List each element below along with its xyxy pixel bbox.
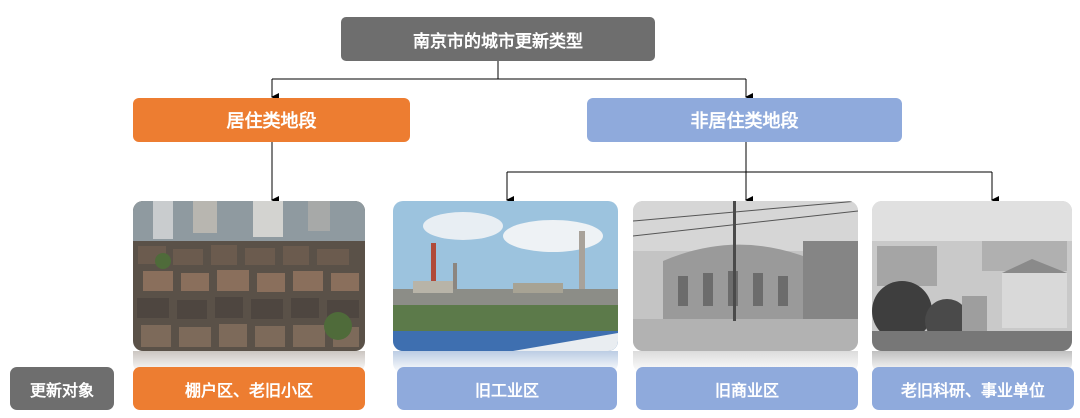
root-node: 南京市的城市更新类型 <box>341 17 655 61</box>
object-label-industrial: 旧工业区 <box>397 367 617 410</box>
residential-node: 居住类地段 <box>133 98 410 142</box>
residential-aerial-photo <box>133 201 365 351</box>
non-residential-node: 非居住类地段 <box>587 98 902 142</box>
row-label-update-objects: 更新对象 <box>10 367 114 410</box>
industrial-area-photo <box>393 201 618 351</box>
commercial-area-photo <box>633 201 858 351</box>
research-institute-photo <box>872 201 1072 351</box>
object-label-residential: 棚户区、老旧小区 <box>133 367 365 410</box>
object-label-research: 老旧科研、事业单位 <box>872 367 1074 410</box>
object-label-commercial: 旧商业区 <box>636 367 858 410</box>
